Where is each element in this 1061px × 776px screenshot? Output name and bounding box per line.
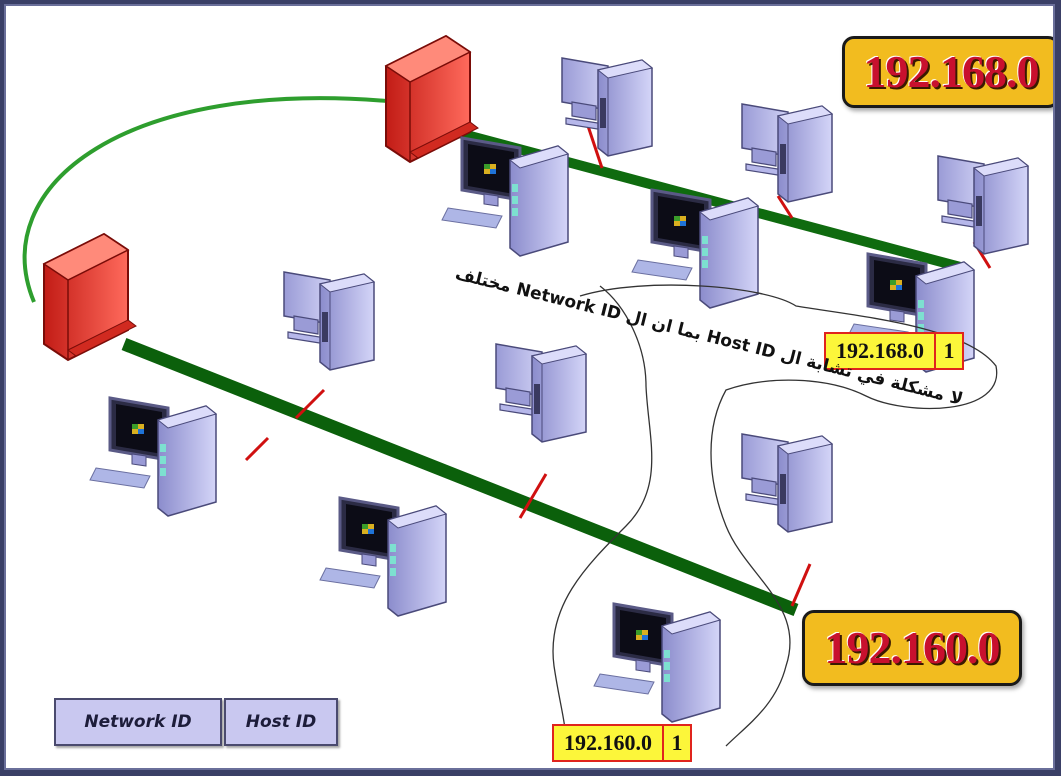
bottom-network-id: 192.160.0 xyxy=(554,726,664,760)
annotation-outline-left xyxy=(552,285,653,747)
network-diagram: 192.168.0 192.160.0 192.168.0 1 192.160.… xyxy=(4,4,1055,770)
legend-host-id: Host ID xyxy=(224,698,338,746)
legend-network-id: Network ID xyxy=(54,698,222,746)
bottom-host-address: 192.160.0 1 xyxy=(552,724,692,762)
bottom-host-id: 1 xyxy=(671,730,683,755)
pc-bottom-1 xyxy=(283,271,375,371)
pc-top-1 xyxy=(561,57,653,157)
pc-bottom-3 xyxy=(495,343,587,443)
pc-top-3 xyxy=(741,103,833,203)
pc-top-2 xyxy=(440,136,570,258)
pc-bottom-5 xyxy=(741,433,833,533)
pc-bottom-4 xyxy=(318,496,448,618)
pc-bottom-2 xyxy=(88,396,218,518)
bottom-network-badge: 192.160.0 xyxy=(802,610,1022,686)
annotation-outline-right xyxy=(579,284,998,747)
top-network-id: 192.168.0 xyxy=(826,334,936,368)
bottom-router xyxy=(43,233,137,361)
pc-bottom-6 xyxy=(592,602,722,724)
pc-top-5 xyxy=(937,155,1029,255)
bottom-network-bus xyxy=(121,337,799,617)
top-network-badge: 192.168.0 xyxy=(842,36,1053,108)
top-host-address: 192.168.0 1 xyxy=(824,332,964,370)
router-link xyxy=(22,96,399,303)
top-host-id: 1 xyxy=(943,338,955,363)
network-scene xyxy=(22,35,1029,747)
